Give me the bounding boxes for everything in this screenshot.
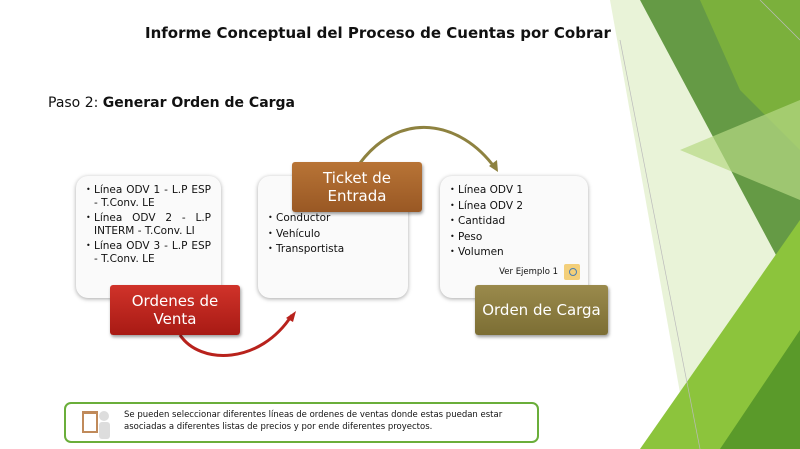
step-prefix: Paso 2: <box>48 95 103 111</box>
list-item: Peso <box>450 231 578 244</box>
list-item: Línea ODV 1 - L.P ESP - T.Conv. LE <box>86 184 211 209</box>
magnifier-icon[interactable] <box>564 264 580 280</box>
carga-label: Orden de Carga <box>475 285 608 335</box>
example-link[interactable]: Ver Ejemplo 1 <box>499 264 580 280</box>
ticket-label: Ticket de Entrada <box>292 162 422 212</box>
list-item: Volumen <box>450 246 578 259</box>
list-item: Conductor <box>268 212 398 225</box>
ordenes-card: Línea ODV 1 - L.P ESP - T.Conv. LE Línea… <box>76 176 221 298</box>
page-title: Informe Conceptual del Proceso de Cuenta… <box>145 24 611 42</box>
checklist-person-icon <box>82 411 110 439</box>
list-item: Línea ODV 1 <box>450 184 578 197</box>
step-heading: Paso 2: Generar Orden de Carga <box>48 95 295 111</box>
example-label: Ver Ejemplo 1 <box>499 267 558 277</box>
list-item: Línea ODV 2 <box>450 200 578 213</box>
ordenes-label: Ordenes de Venta <box>110 285 240 335</box>
note-text: Se pueden seleccionar diferentes líneas … <box>124 410 503 433</box>
list-item: Cantidad <box>450 215 578 228</box>
list-item: Línea ODV 3 - L.P ESP - T.Conv. LE <box>86 240 211 265</box>
note-box: Se pueden seleccionar diferentes líneas … <box>64 402 539 443</box>
list-item: Vehículo <box>268 228 398 241</box>
carga-card: Línea ODV 1 Línea ODV 2 Cantidad Peso Vo… <box>440 176 588 298</box>
list-item: Línea ODV 2 - L.P INTERM - T.Conv. LI <box>86 212 211 237</box>
step-name: Generar Orden de Carga <box>102 95 296 111</box>
list-item: Transportista <box>268 243 398 256</box>
